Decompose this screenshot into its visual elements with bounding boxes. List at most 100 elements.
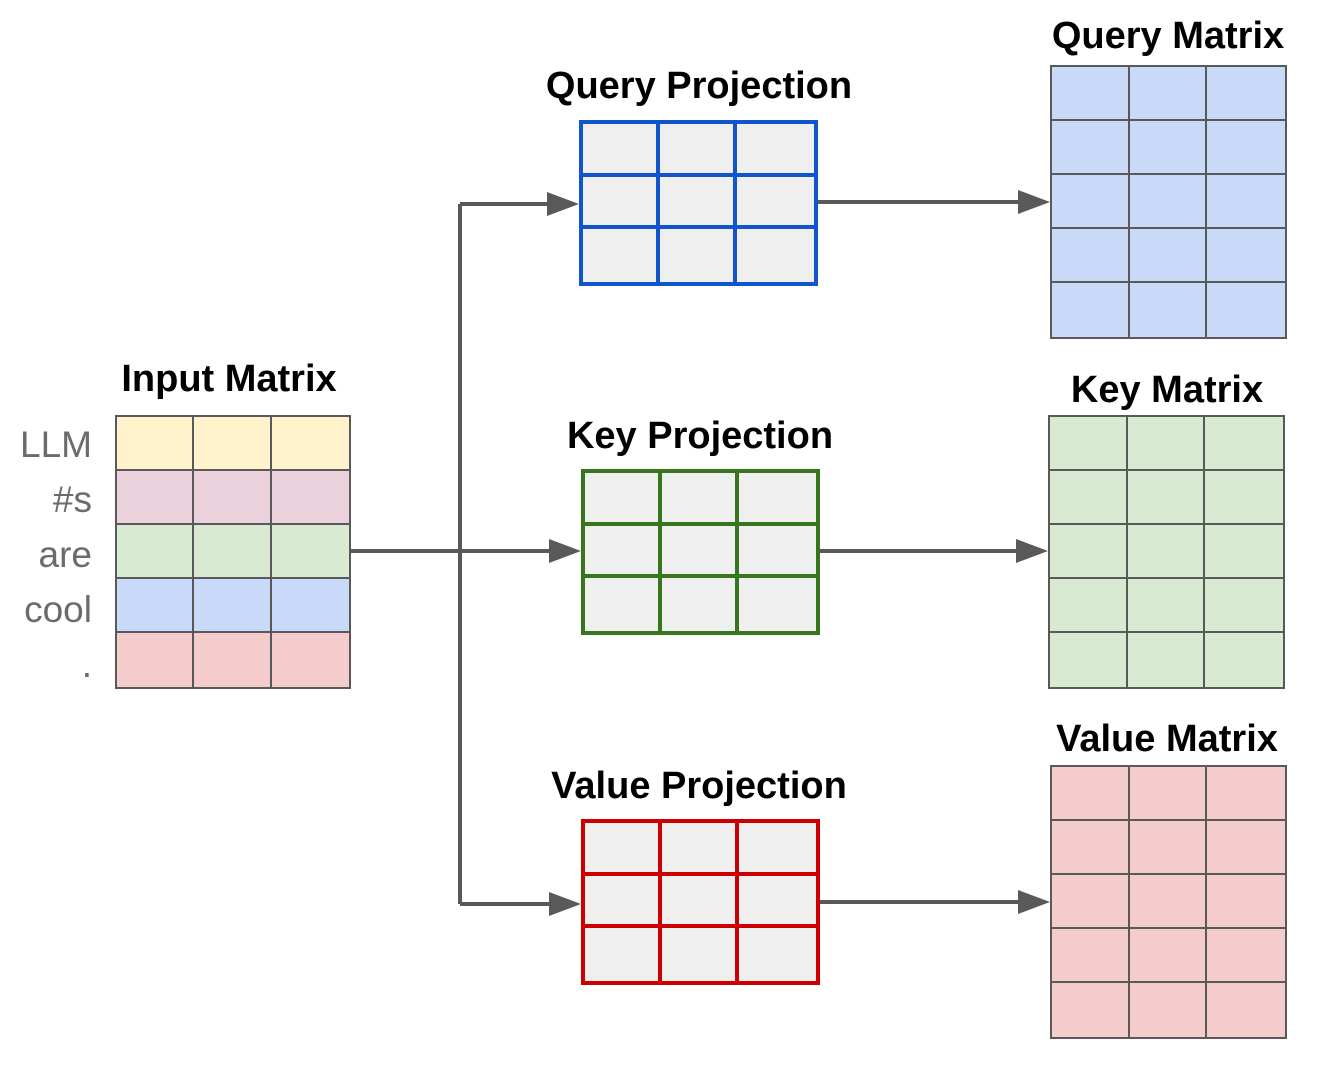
matrix-cell (1207, 283, 1285, 337)
token-label: cool (24, 589, 92, 630)
matrix-cell (1129, 929, 1208, 983)
matrix-cell (271, 579, 349, 633)
matrix-cell (194, 471, 272, 525)
matrix-cell (662, 473, 739, 526)
matrix-cell (1052, 821, 1130, 875)
matrix-cell (194, 579, 272, 633)
matrix-cell (1050, 471, 1128, 525)
value-output-matrix (1050, 765, 1287, 1039)
arrow-head (549, 892, 581, 916)
matrix-cell (583, 229, 660, 282)
matrix-cell (1127, 633, 1206, 687)
matrix-cell (194, 525, 272, 579)
matrix-cell (271, 471, 349, 525)
matrix-cell (1205, 417, 1283, 471)
matrix-cell (1050, 525, 1128, 579)
matrix-cell (662, 875, 739, 929)
input-matrix-title: Input Matrix (121, 358, 337, 400)
matrix-cell (271, 633, 349, 687)
arrow-head (549, 539, 581, 563)
matrix-cell (1129, 229, 1208, 283)
matrix-cell (1207, 821, 1285, 875)
matrix-cell (1207, 767, 1285, 821)
matrix-cell (1052, 929, 1130, 983)
token-label: #s (52, 479, 92, 520)
value-projection-matrix (581, 819, 820, 985)
matrix-cell (739, 928, 816, 981)
matrix-cell (117, 471, 195, 525)
value-matrix-title: Value Matrix (1056, 718, 1278, 760)
matrix-cell (1050, 417, 1128, 471)
key-matrix-title: Key Matrix (1070, 369, 1264, 411)
matrix-cell (660, 229, 737, 282)
matrix-cell (1052, 67, 1130, 121)
matrix-cell (117, 579, 195, 633)
matrix-cell (1205, 633, 1283, 687)
matrix-cell (1205, 579, 1283, 633)
matrix-cell (1052, 229, 1130, 283)
matrix-cell (737, 124, 814, 177)
matrix-cell (585, 928, 662, 981)
query-projection-matrix (579, 120, 818, 286)
matrix-cell (1050, 633, 1128, 687)
matrix-cell (583, 176, 660, 230)
token-label: are (38, 534, 92, 575)
matrix-cell (1127, 417, 1206, 471)
value-projection-title: Value Projection (551, 765, 847, 807)
matrix-cell (271, 525, 349, 579)
arrow-head (1016, 539, 1048, 563)
matrix-cell (737, 229, 814, 282)
matrix-cell (1205, 525, 1283, 579)
matrix-cell (117, 633, 195, 687)
query-matrix-title: Query Matrix (1051, 15, 1285, 57)
matrix-cell (739, 578, 816, 631)
matrix-cell (1207, 875, 1285, 929)
matrix-cell (1207, 983, 1285, 1037)
key-output-matrix (1048, 415, 1285, 689)
matrix-cell (194, 417, 272, 471)
matrix-cell (739, 525, 816, 579)
arrow-head (1018, 890, 1050, 914)
matrix-cell (1127, 525, 1206, 579)
matrix-cell (662, 525, 739, 579)
matrix-cell (1052, 875, 1130, 929)
matrix-cell (1129, 67, 1208, 121)
matrix-cell (1129, 983, 1208, 1037)
matrix-cell (1052, 175, 1130, 229)
matrix-cell (585, 473, 662, 526)
arrow-head (547, 192, 579, 216)
matrix-cell (1129, 875, 1208, 929)
matrix-cell (271, 417, 349, 471)
matrix-cell (1207, 229, 1285, 283)
query-projection-title: Query Projection (545, 65, 853, 107)
matrix-cell (117, 417, 195, 471)
matrix-cell (1127, 471, 1206, 525)
matrix-cell (117, 525, 195, 579)
matrix-cell (194, 633, 272, 687)
matrix-cell (1207, 929, 1285, 983)
matrix-cell (1205, 471, 1283, 525)
matrix-cell (1207, 67, 1285, 121)
matrix-cell (585, 875, 662, 929)
key-projection-matrix (581, 469, 820, 635)
matrix-cell (1129, 121, 1208, 175)
matrix-cell (1129, 821, 1208, 875)
query-output-matrix (1050, 65, 1287, 339)
matrix-cell (1129, 767, 1208, 821)
matrix-cell (662, 928, 739, 981)
matrix-cell (585, 823, 662, 876)
matrix-cell (1050, 579, 1128, 633)
matrix-cell (1052, 283, 1130, 337)
matrix-cell (585, 578, 662, 631)
matrix-cell (662, 823, 739, 876)
matrix-cell (739, 823, 816, 876)
matrix-cell (660, 124, 737, 177)
matrix-cell (1127, 579, 1206, 633)
arrow-head (1018, 190, 1050, 214)
matrix-cell (739, 473, 816, 526)
matrix-cell (737, 176, 814, 230)
matrix-cell (662, 578, 739, 631)
matrix-cell (1207, 175, 1285, 229)
matrix-cell (1129, 175, 1208, 229)
input-matrix (115, 415, 351, 689)
